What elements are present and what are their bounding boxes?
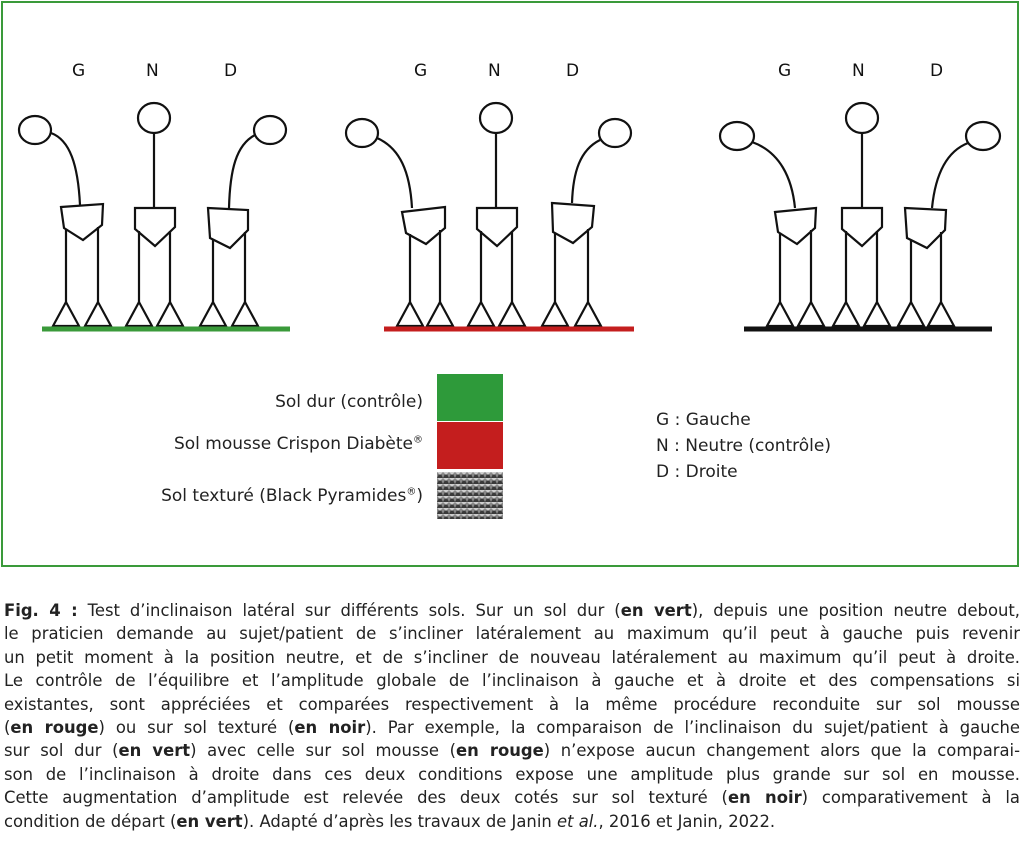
panel3-figure-right [896,120,1002,328]
panel-sol-dur: G N D [17,61,290,332]
legend-label-sol-mousse: Sol mousse Crispon Diabète® [173,434,423,454]
panel3-figure-left [718,120,826,328]
panel2-figure-neutral [466,101,527,328]
key-gauche: G : Gauche [656,410,751,430]
panel2-label-g: G [414,61,427,81]
key-droite: D : Droite [656,462,738,482]
tilt-diagram: G N D [17,61,1002,332]
panel2-label-n: N [488,61,501,81]
legend-label-sol-texture: Sol texturé (Black Pyramides®) [161,486,423,506]
panel3-label-n: N [852,61,865,81]
legend-swatch-red [437,422,503,469]
panel-sol-mousse: G N D [344,61,634,332]
panel1-label-d: D [224,61,237,81]
figure-frame [1,1,1019,567]
panel3-label-g: G [778,61,791,81]
panel3-label-d: D [930,61,943,81]
panel2-label-d: D [566,61,579,81]
legend-label-sol-dur: Sol dur (contrôle) [275,392,423,412]
key-neutre: N : Neutre (contrôle) [656,436,831,456]
panel1-figure-left [17,114,113,328]
panel1-figure-neutral [124,101,185,328]
panel1-label-g: G [72,61,85,81]
legend-swatch-green [437,374,503,421]
caption-fig-label: Fig. 4 : [4,601,78,620]
panel2-figure-right [540,117,633,328]
panel2-figure-left [344,117,455,328]
panel1-label-n: N [146,61,159,81]
panel3-figure-neutral [831,101,892,328]
panel1-figure-right [198,114,288,328]
figure-caption: Fig. 4 : Test d’inclinaison latéral sur … [4,601,1021,831]
panel-sol-texture: G N D [718,61,1002,332]
legend-swatch-textured [437,472,503,519]
